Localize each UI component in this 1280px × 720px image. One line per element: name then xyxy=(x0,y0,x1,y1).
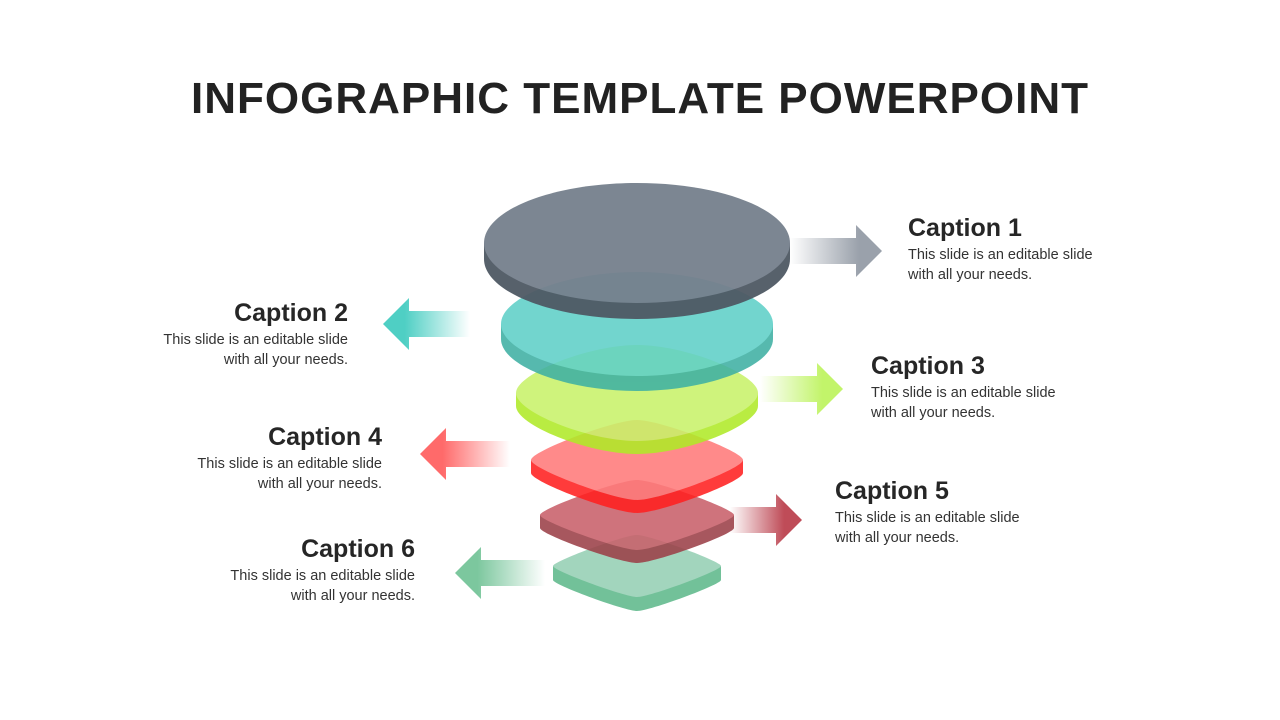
caption-1-line1: This slide is an editable slide xyxy=(908,247,1093,263)
caption-3-line2: with all your needs. xyxy=(871,404,996,421)
caption-2: Caption 2 This slide is an editable slid… xyxy=(88,298,348,370)
caption-3-title: Caption 3 xyxy=(871,352,985,380)
caption-1-title: Caption 1 xyxy=(908,214,1022,242)
caption-4-line1: This slide is an editable slide xyxy=(197,456,382,472)
caption-6-title: Caption 6 xyxy=(301,535,415,563)
caption-4-line2: with all your needs. xyxy=(257,475,382,492)
caption-2-title: Caption 2 xyxy=(234,299,348,327)
caption-6: Caption 6 This slide is an editable slid… xyxy=(155,534,415,606)
arrows-group xyxy=(383,225,882,599)
caption-5-line2: with all your needs. xyxy=(835,529,960,546)
arrow-right-icon-5 xyxy=(730,494,802,546)
arrow-left-icon-2 xyxy=(383,298,470,350)
caption-5: Caption 5 This slide is an editable slid… xyxy=(835,476,1095,548)
caption-5-line1: This slide is an editable slide xyxy=(835,510,1020,526)
layer-1 xyxy=(484,183,790,319)
caption-3-line1: This slide is an editable slide xyxy=(871,385,1056,401)
caption-2-line1: This slide is an editable slide xyxy=(163,332,348,348)
caption-5-title: Caption 5 xyxy=(835,477,949,505)
caption-6-line1: This slide is an editable slide xyxy=(230,568,415,584)
caption-4: Caption 4 This slide is an editable slid… xyxy=(122,422,382,494)
caption-4-title: Caption 4 xyxy=(268,423,382,451)
caption-3: Caption 3 This slide is an editable slid… xyxy=(871,351,1131,423)
slide-title: INFOGRAPHIC TEMPLATE POWERPOINT xyxy=(191,74,1089,123)
arrow-right-icon-3 xyxy=(760,363,843,415)
layer-1-top xyxy=(484,183,790,303)
caption-6-line2: with all your needs. xyxy=(290,587,415,604)
caption-2-line2: with all your needs. xyxy=(223,351,348,368)
arrow-right-icon-1 xyxy=(790,225,882,277)
arrow-left-icon-4 xyxy=(420,428,510,480)
caption-1: Caption 1 This slide is an editable slid… xyxy=(908,213,1168,285)
caption-1-line2: with all your needs. xyxy=(908,266,1033,283)
arrow-left-icon-6 xyxy=(455,547,545,599)
layers-group xyxy=(484,183,790,611)
